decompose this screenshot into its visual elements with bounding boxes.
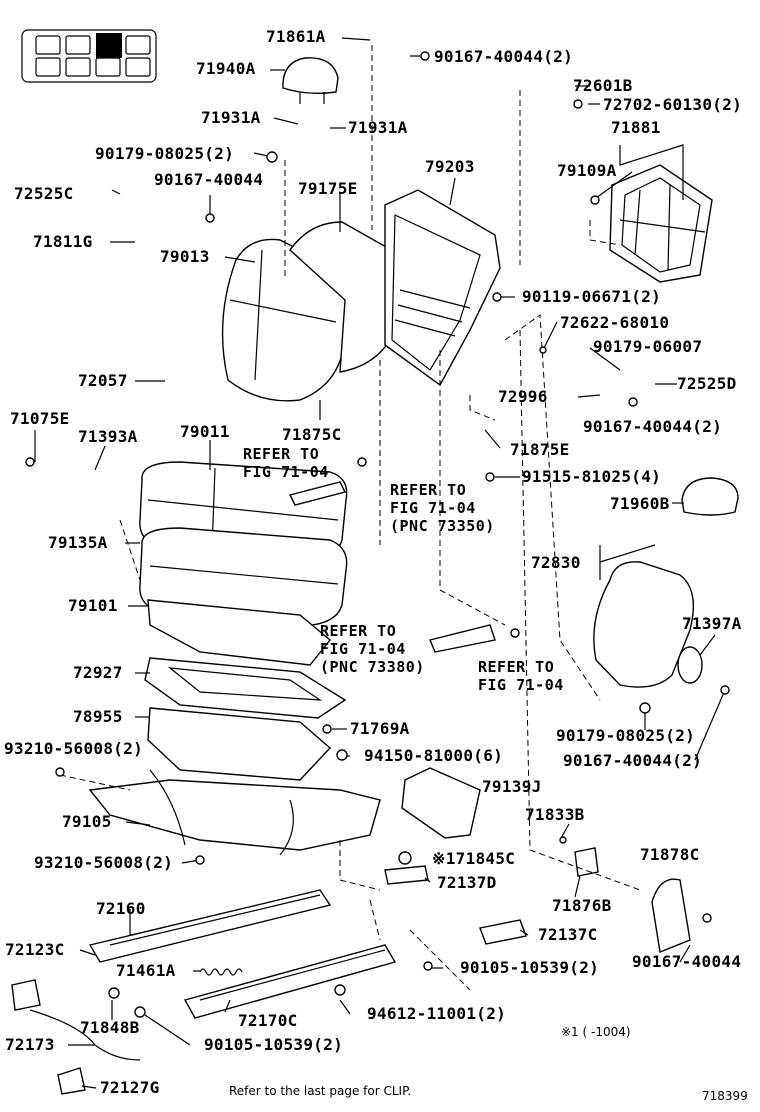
label-72057: 72057	[78, 371, 128, 390]
label-94150-81000-6: 94150-81000(6)	[364, 746, 504, 765]
label-90179-06007: 90179-06007	[593, 337, 703, 356]
clip-note: Refer to the last page for CLIP.	[229, 1084, 412, 1098]
spring-71461A	[199, 968, 243, 976]
label-72170C: 72170C	[238, 1011, 298, 1030]
label-72996: 72996	[498, 387, 548, 406]
label-78955: 78955	[73, 707, 123, 726]
back-panel-71881	[609, 164, 713, 283]
label-79105: 79105	[62, 812, 112, 831]
label-90167-40044-2-low: 90167-40044(2)	[563, 751, 703, 770]
label-90167-40044-low: 90167-40044	[632, 952, 742, 971]
label-72525C: 72525C	[14, 184, 74, 203]
label-72702-60130-2: 72702-60130(2)	[603, 95, 743, 114]
refer-note-d: REFER TO FIG 71-04	[478, 658, 564, 694]
seat-pan-72927	[144, 657, 347, 719]
bracket-72137D	[384, 865, 429, 885]
label-72622-68010: 72622-68010	[560, 313, 670, 332]
seat-frame-79105	[88, 769, 381, 856]
label-79101: 79101	[68, 596, 118, 615]
headrest-71960B	[681, 477, 739, 516]
label-79013: 79013	[160, 247, 210, 266]
label-72137D: 72137D	[437, 873, 497, 892]
label-71075E: 71075E	[10, 409, 70, 428]
label-71461A: 71461A	[116, 961, 176, 980]
label-79011: 79011	[180, 422, 230, 441]
refer-note-c: REFER TO FIG 71-04 (PNC 73380)	[320, 622, 425, 676]
label-93210-56008-2-a: 93210-56008(2)	[4, 739, 144, 758]
label-71875E: 71875E	[510, 440, 570, 459]
label-79203: 79203	[425, 157, 475, 176]
seat-rail-72170C	[183, 944, 397, 1019]
label-72137C: 72137C	[538, 925, 598, 944]
label-71397A: 71397A	[682, 614, 742, 633]
headrest-71940A	[282, 57, 339, 95]
footnote: ※1 ( -1004)	[561, 1025, 631, 1039]
cover-71397A	[677, 646, 703, 684]
label-72525D: 72525D	[677, 374, 737, 393]
label-79109A: 79109A	[557, 161, 617, 180]
label-79139J: 79139J	[482, 777, 542, 796]
label-72127G: 72127G	[100, 1078, 160, 1097]
label-72160: 72160	[96, 899, 146, 918]
label-90179-08025-2-top: 90179-08025(2)	[95, 144, 235, 163]
belt-buckle-a	[288, 481, 347, 506]
label-79135A: 79135A	[48, 533, 108, 552]
refer-note-b: REFER TO FIG 71-04 (PNC 73350)	[390, 481, 495, 535]
bracket-72137C	[479, 919, 527, 945]
label-71769A: 71769A	[350, 719, 410, 738]
label-71940A: 71940A	[196, 59, 256, 78]
label-71960B: 71960B	[610, 494, 670, 513]
seat-frame-78955	[147, 707, 332, 781]
seat-pad-79101	[147, 599, 331, 666]
label-90105-10539-2-l: 90105-10539(2)	[204, 1035, 344, 1054]
figure-number: 718399	[702, 1089, 748, 1103]
label-94612-11001-2: 94612-11001(2)	[367, 1004, 507, 1023]
label-71811G: 71811G	[33, 232, 93, 251]
label-71931A-left: 71931A	[201, 108, 261, 127]
label-91515-81025-4: 91515-81025(4)	[522, 467, 662, 486]
label-71931A-right: 71931A	[348, 118, 408, 137]
label-90167-40044-mid: 90167-40044	[154, 170, 264, 189]
label-71845C: ※171845C	[432, 849, 516, 868]
cover-72123C	[11, 979, 41, 1011]
label-71393A: 71393A	[78, 427, 138, 446]
label-71875C: 71875C	[282, 425, 342, 444]
belt-buckle-b	[429, 624, 496, 653]
seat-locator-icon	[21, 29, 157, 83]
backrest-frame-79203	[384, 189, 501, 387]
label-90179-08025-2-low: 90179-08025(2)	[556, 726, 696, 745]
label-93210-56008-2-b: 93210-56008(2)	[34, 853, 174, 872]
cover-71878C	[651, 878, 691, 953]
label-71833B: 71833B	[525, 805, 585, 824]
label-72123C: 72123C	[5, 940, 65, 959]
label-71848B: 71848B	[80, 1018, 140, 1037]
label-90167-40044-2-mid: 90167-40044(2)	[583, 417, 723, 436]
label-71861A: 71861A	[266, 27, 326, 46]
refer-note-a: REFER TO FIG 71-04	[243, 445, 329, 481]
label-72601B: 72601B	[573, 76, 633, 95]
label-90167-40044-2-top: 90167-40044(2)	[434, 47, 574, 66]
fasteners	[25, 51, 730, 1018]
label-72927: 72927	[73, 663, 123, 682]
label-90105-10539-2-r: 90105-10539(2)	[460, 958, 600, 977]
label-79175E: 79175E	[298, 179, 358, 198]
label-71878C: 71878C	[640, 845, 700, 864]
clip-71876B	[574, 847, 599, 877]
label-72173: 72173	[5, 1035, 55, 1054]
label-71876B: 71876B	[552, 896, 612, 915]
rear-backrest-72830	[593, 561, 694, 688]
seat-rail-72160	[88, 889, 332, 963]
label-71881: 71881	[611, 118, 661, 137]
label-72830: 72830	[531, 553, 581, 572]
pad-79139J	[401, 767, 481, 839]
label-90119-06671-2: 90119-06671(2)	[522, 287, 662, 306]
cover-72127G	[57, 1067, 86, 1095]
